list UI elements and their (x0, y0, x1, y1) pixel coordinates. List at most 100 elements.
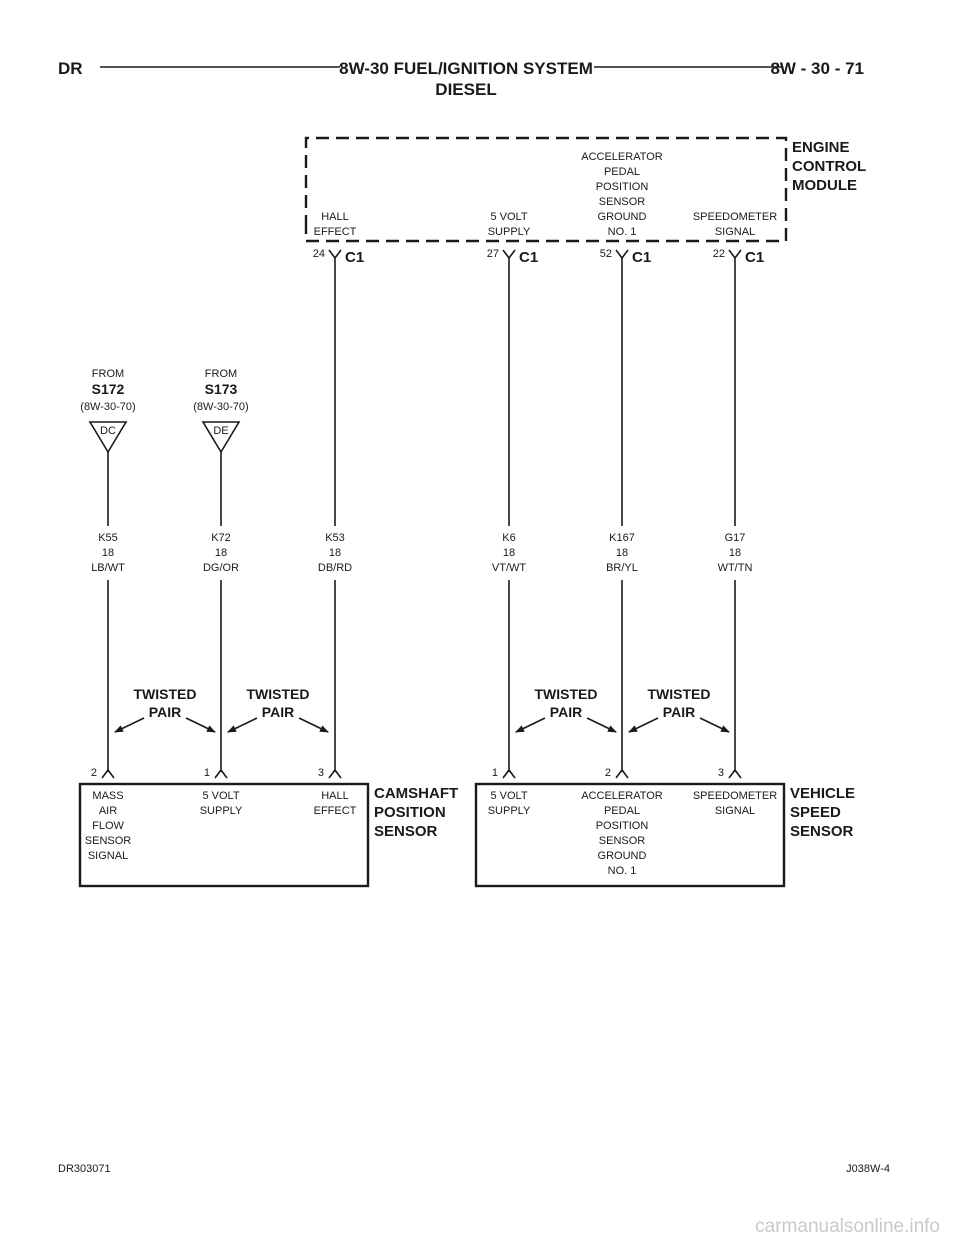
splice-s172-from: FROM (92, 368, 124, 380)
twisted-pair-k55-k72: TWISTED PAIR (114, 686, 216, 733)
camshaft-pin2-func-5: SIGNAL (88, 850, 128, 862)
camshaft-pin2-func-4: SENSOR (85, 835, 132, 847)
camshaft-pin1-number: 1 (204, 767, 210, 779)
splice-s172-code: DC (100, 425, 116, 437)
ecm-name-line3: MODULE (792, 177, 857, 194)
ecm-pin24-func-1: HALL (321, 211, 349, 223)
ecm-pin22-terminal (728, 249, 742, 260)
vss-pin2-func-5: GROUND (598, 850, 647, 862)
camshaft-pin2-func-2: AIR (99, 805, 117, 817)
wire-k167-circuit: K167 (609, 532, 635, 544)
wire-k55-gauge: 18 (102, 547, 114, 559)
ecm-pin52-connector: C1 (632, 249, 651, 266)
camshaft-pin2-number: 2 (91, 767, 97, 779)
wire-k55-circuit: K55 (98, 532, 118, 544)
twisted-pair-1-line1: TWISTED (134, 686, 197, 702)
vss-pin3-terminal (728, 768, 742, 779)
ecm-pin27-func-1: 5 VOLT (490, 211, 527, 223)
wire-k167-color: BR/YL (606, 562, 638, 574)
wire-k72-gauge: 18 (215, 547, 227, 559)
twisted-pair-k167-g17: TWISTED PAIR (628, 686, 730, 733)
ecm-name-line2: CONTROL (792, 158, 866, 175)
wire-k55: K55 18 LB/WT (91, 452, 125, 772)
vss-pin3-number: 3 (718, 767, 724, 779)
wire-k72-color: DG/OR (203, 562, 239, 574)
wire-g17-circuit: G17 (725, 532, 746, 544)
ecm-pin22-number: 22 (713, 248, 725, 260)
twisted-pair-2-arrow-right (298, 717, 329, 733)
twisted-pair-3-line1: TWISTED (535, 686, 598, 702)
camshaft-pin3-terminal (328, 768, 342, 779)
wire-k53-gauge: 18 (329, 547, 341, 559)
splice-s173-id: S173 (205, 381, 238, 397)
twisted-pair-k72-k53: TWISTED PAIR (227, 686, 329, 733)
twisted-pair-4-line2: PAIR (663, 704, 695, 720)
ecm-pin52-func-2: PEDAL (604, 166, 640, 178)
wire-k53-circuit: K53 (325, 532, 345, 544)
camshaft-pin3-number: 3 (318, 767, 324, 779)
footer-drawing-code: J038W-4 (846, 1163, 890, 1175)
splice-s172-symbol (88, 421, 128, 454)
vss-pin2-func-4: SENSOR (599, 835, 646, 847)
vss-pin1-terminal (502, 768, 516, 779)
vss-pin2-func-3: POSITION (596, 820, 649, 832)
ecm-pin22-func-2: SIGNAL (715, 226, 755, 238)
camshaft-pin1-func-1: 5 VOLT (202, 790, 239, 802)
wire-k72-circuit: K72 (211, 532, 231, 544)
ecm-pin52-func-5: GROUND (598, 211, 647, 223)
wire-g17-gauge: 18 (729, 547, 741, 559)
vehicle-speed-sensor-outline (474, 782, 786, 888)
wire-k72: K72 18 DG/OR (203, 452, 239, 772)
vss-pin2-func-6: NO. 1 (608, 865, 637, 877)
vss-pin1-number: 1 (492, 767, 498, 779)
footer-figure-code: DR303071 (58, 1163, 111, 1175)
twisted-pair-3-line2: PAIR (550, 704, 582, 720)
twisted-pair-3-arrow-right (586, 717, 617, 733)
wire-g17: G17 18 WT/TN (718, 258, 753, 772)
vss-name-line3: SENSOR (790, 823, 854, 840)
vss-pin2-number: 2 (605, 767, 611, 779)
camshaft-pin3-func-2: EFFECT (314, 805, 357, 817)
camshaft-position-sensor: CAMSHAFT POSITION SENSOR 2 MASS AIR FLOW… (78, 767, 458, 888)
ecm-pin27-func-2: SUPPLY (488, 226, 531, 238)
wire-k167: K167 18 BR/YL (606, 258, 638, 772)
splice-s172: FROM S172 (8W-30-70) DC (80, 368, 136, 454)
ecm-pin52-number: 52 (600, 248, 612, 260)
vss-pin2-terminal (615, 768, 629, 779)
splice-s173: FROM S173 (8W-30-70) DE (193, 368, 249, 454)
ecm-pin52-terminal (615, 249, 629, 260)
camshaft-sensor-name-line3: SENSOR (374, 823, 438, 840)
wire-g17-color: WT/TN (718, 562, 753, 574)
splice-s173-ref: (8W-30-70) (193, 401, 248, 413)
camshaft-pin2-func-3: FLOW (92, 820, 124, 832)
wire-k55-color: LB/WT (91, 562, 125, 574)
wire-k53: K53 18 DB/RD (318, 258, 352, 772)
twisted-pair-1-arrow-left (114, 717, 145, 733)
vss-pin1-func-2: SUPPLY (488, 805, 531, 817)
splice-s172-id: S172 (92, 381, 125, 397)
camshaft-sensor-name-line1: CAMSHAFT (374, 785, 458, 802)
twisted-pair-4-arrow-right (699, 717, 730, 733)
ecm-pin52-func-3: POSITION (596, 181, 649, 193)
camshaft-sensor-outline (78, 782, 370, 888)
vss-pin3-func-1: SPEEDOMETER (693, 790, 777, 802)
twisted-pair-2-arrow-left (227, 717, 258, 733)
wire-k6-circuit: K6 (502, 532, 515, 544)
splice-s172-ref: (8W-30-70) (80, 401, 135, 413)
wire-k6: K6 18 VT/WT (492, 258, 526, 772)
wire-k6-gauge: 18 (503, 547, 515, 559)
camshaft-pin1-func-2: SUPPLY (200, 805, 243, 817)
ecm-pin24-connector: C1 (345, 249, 364, 266)
camshaft-pin3-func-1: HALL (321, 790, 349, 802)
ecm-pin27-terminal (502, 249, 516, 260)
ecm-pin27-number: 27 (487, 248, 499, 260)
twisted-pair-4-line1: TWISTED (648, 686, 711, 702)
wire-k53-color: DB/RD (318, 562, 352, 574)
vss-pin2-func-1: ACCELERATOR (581, 790, 663, 802)
ecm-pin22-func-1: SPEEDOMETER (693, 211, 777, 223)
ecm-pin24-number: 24 (313, 248, 325, 260)
page-footer: DR303071 J038W-4 carmanualsonline.info (58, 1163, 940, 1237)
ecm-pin52-func-1: ACCELERATOR (581, 151, 663, 163)
camshaft-sensor-name-line2: POSITION (374, 804, 446, 821)
